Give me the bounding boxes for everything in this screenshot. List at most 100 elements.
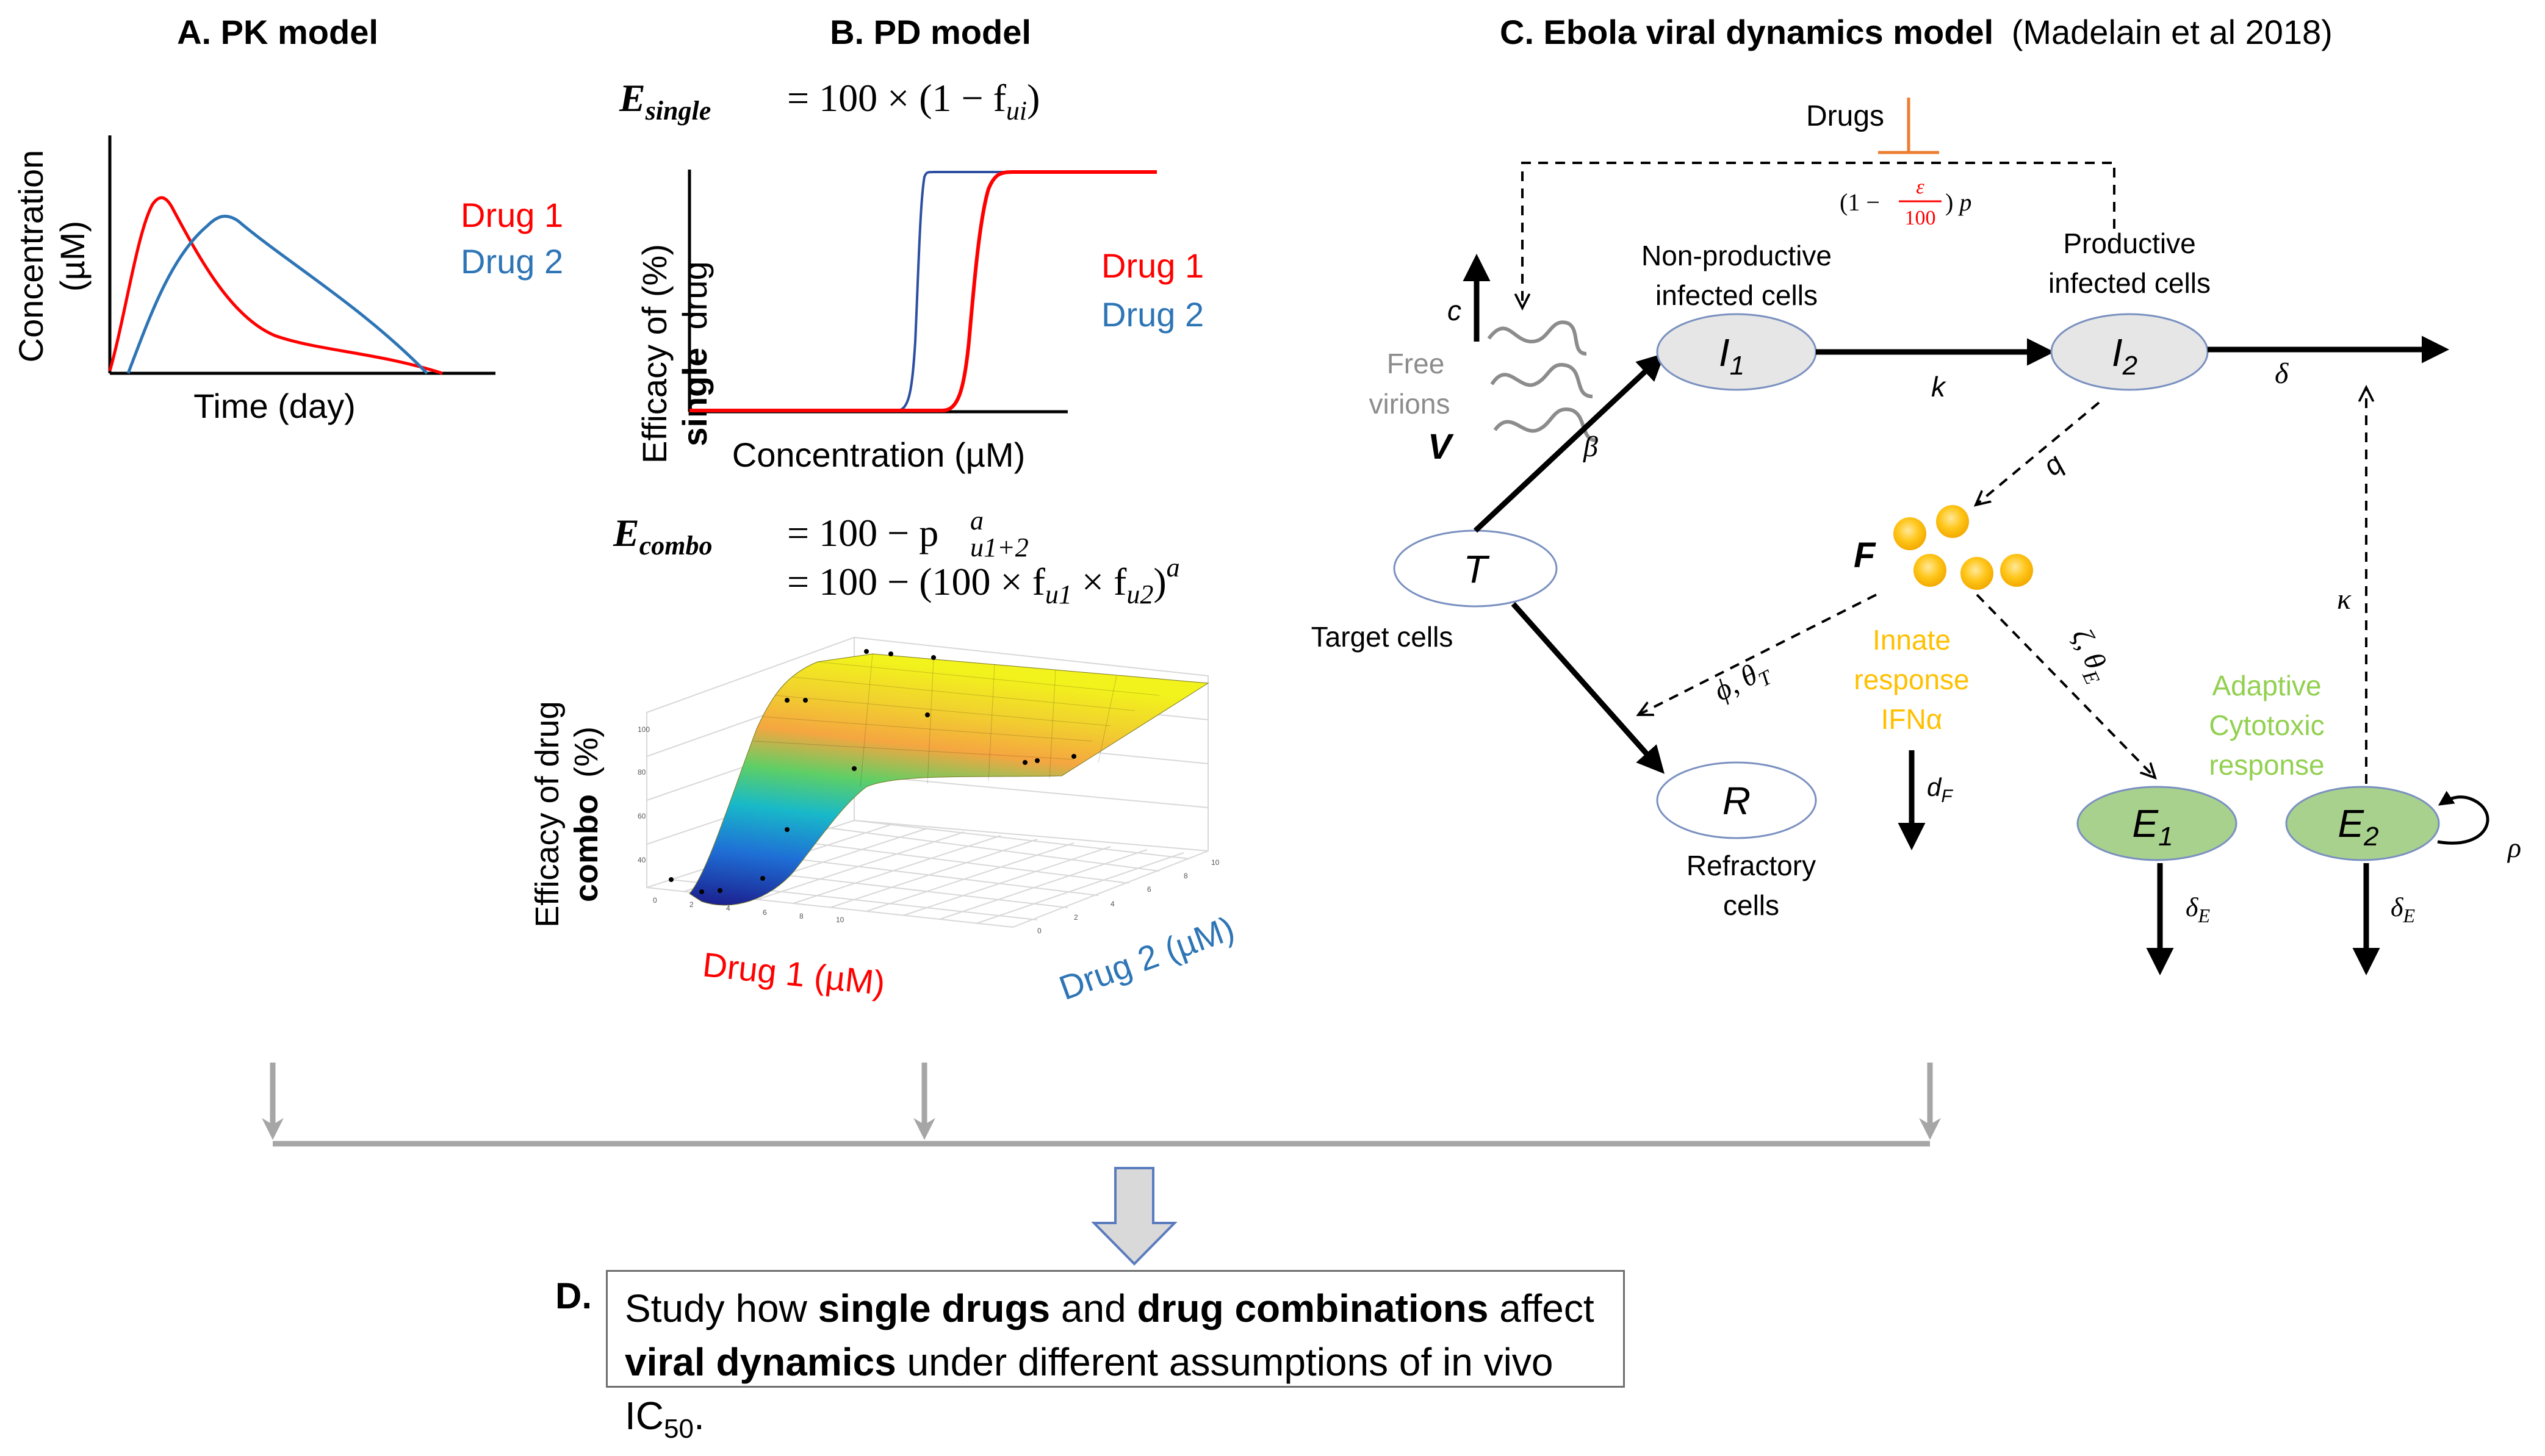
- eq-combo-line1: = 100 − p: [787, 511, 938, 554]
- eq-combo-line2-sub2: u2: [1126, 579, 1153, 609]
- innate-label-1: Innate: [1873, 624, 1951, 656]
- surface-ylabel-line1: Efficacy of drug: [529, 701, 566, 927]
- eq-single-rhs-sub: ui: [1006, 96, 1027, 126]
- svg-text:10: 10: [836, 916, 844, 924]
- svg-text:100: 100: [638, 725, 650, 734]
- effector1-node: [2076, 786, 2237, 861]
- node-E1: E: [2132, 802, 2159, 845]
- panel-b-ylabel-bold: single: [675, 348, 714, 446]
- adaptive-label-2: Cytotoxic: [2209, 709, 2324, 741]
- surface-ylabel-bold: combo: [568, 794, 605, 902]
- svg-text:ϕ, θT: ϕ, θT: [1708, 652, 1777, 712]
- nonproductive-label-1: Non-productive: [1641, 240, 1832, 271]
- pd-curve-drug2: [689, 171, 1157, 412]
- inhibition-term: (1 − ε 100 ) p: [1840, 176, 1971, 229]
- svg-text:6: 6: [1147, 885, 1151, 894]
- svg-text:2: 2: [689, 900, 694, 909]
- panel-d-text-5: .: [693, 1394, 705, 1438]
- epsilon: ε: [1916, 176, 1924, 198]
- proliferation-loop-arrow: [2437, 791, 2489, 845]
- svg-text:C. Ebola viral dynamics model: C. Ebola viral dynamics model (Madelain …: [1500, 13, 2333, 51]
- pd-curve-drug1: [689, 170, 1157, 412]
- svg-text:2: 2: [1074, 913, 1078, 922]
- node-F: F: [1854, 536, 1876, 575]
- param-kappa: κ: [2337, 583, 2352, 615]
- svg-text:= 100 − p: = 100 − p: [787, 511, 938, 554]
- eq-combo-lhs-sub: combo: [639, 531, 713, 561]
- svg-text:ζ, θE: ζ, θE: [2061, 623, 2117, 688]
- figure-canvas: A. PK model Concentration (µM) Time (day…: [12, 13, 2521, 1316]
- param-dF: d: [1927, 773, 1942, 802]
- svg-text:δE: δE: [2186, 892, 2210, 927]
- refractory-arrow: [1511, 602, 1665, 774]
- panel-c: C. Ebola viral dynamics model (Madelain …: [1311, 13, 2521, 975]
- panel-b-ylabel-line1: Efficacy of (%): [635, 244, 674, 464]
- innate-label-2: response: [1854, 664, 1969, 695]
- svg-text:E2: E2: [2338, 802, 2378, 852]
- panel-d-subscript: 50: [664, 1413, 694, 1444]
- target-cells-label: Target cells: [1311, 621, 1453, 653]
- equation-combo: Ecombo = 100 − p a u1+2 = 100 − (100 × f…: [613, 506, 1180, 609]
- param-deltaE-2-sub: E: [2402, 905, 2415, 927]
- free-virions-label-1: Free: [1387, 348, 1445, 379]
- eq-combo-line2-sub1: u1: [1045, 579, 1072, 609]
- surface-xlabel-drug1: Drug 1 (µM): [701, 945, 887, 1002]
- param-deltaE-1-sub: E: [2197, 905, 2210, 927]
- production-dashed-arrow: [1522, 162, 2115, 308]
- combo-surface: [689, 653, 1209, 906]
- pk-curve-drug2: [126, 215, 428, 375]
- svg-text:dF: dF: [1927, 773, 1953, 806]
- panel-a-legend-drug1: Drug 1: [461, 196, 563, 234]
- param-deltaE-1: δ: [2186, 892, 2199, 922]
- panel-d-box: Study how single drugs and drug combinat…: [606, 1270, 1625, 1444]
- pk-curve-drug1: [108, 196, 443, 375]
- param-dF-sub: F: [1941, 786, 1953, 806]
- svg-text:8: 8: [1184, 872, 1188, 880]
- panel-a-legend-drug2: Drug 2: [461, 242, 563, 281]
- panel-d-text-3: affect: [1488, 1286, 1594, 1330]
- panel-d-bold-viral-dynamics: viral dynamics: [625, 1340, 896, 1384]
- panel-a-ylabel-line1: Concentration: [12, 150, 50, 363]
- ifn-molecules-icon: [1893, 505, 2033, 590]
- surface-data-points: [669, 649, 1076, 894]
- svg-text:single drug: single drug: [675, 261, 714, 446]
- adaptive-label-1: Adaptive: [2212, 670, 2321, 701]
- svg-text:80: 80: [638, 768, 646, 776]
- panel-a: A. PK model Concentration (µM) Time (day…: [12, 13, 563, 425]
- eq-combo-line1-sup: a: [970, 506, 984, 536]
- node-R: R: [1722, 779, 1751, 823]
- param-delta: δ: [2275, 357, 2289, 390]
- panel-connectors: [262, 1063, 1941, 1266]
- svg-text:0: 0: [653, 896, 657, 905]
- panel-d-bold-drug-combinations: drug combinations: [1137, 1286, 1489, 1330]
- svg-text:Ecombo: Ecombo: [613, 511, 712, 561]
- panel-d-text-1: Study how: [625, 1286, 818, 1330]
- refractory-induction-arrow: [1638, 594, 1877, 715]
- svg-text:combo (%): combo (%): [568, 726, 605, 902]
- param-rho: ρ: [2507, 832, 2521, 863]
- param-phi: ϕ, θ: [1708, 658, 1763, 708]
- eq-combo-lhs: E: [613, 511, 639, 554]
- eq-combo-line2-sup: a: [1167, 553, 1180, 583]
- panel-a-title: A. PK model: [177, 13, 378, 51]
- effector-activation-arrow: [1976, 594, 2155, 778]
- panel-b-legend-drug2: Drug 2: [1101, 295, 1204, 334]
- nonproductive-label-2: infected cells: [1655, 279, 1818, 311]
- adaptive-label-3: response: [2209, 749, 2324, 781]
- svg-text:40: 40: [638, 856, 646, 864]
- param-beta: β: [1583, 431, 1598, 463]
- panel-b-legend-drug1: Drug 1: [1101, 246, 1204, 285]
- eq-single-close: ): [1027, 76, 1040, 120]
- svg-text:I2: I2: [2112, 331, 2137, 381]
- svg-text:60: 60: [638, 812, 646, 820]
- eq-combo-line1-sub: u1+2: [970, 533, 1029, 562]
- svg-text:E1: E1: [2132, 802, 2173, 852]
- surface-ylabel-line2: (%): [568, 726, 605, 778]
- svg-text:(1 −: (1 −: [1840, 188, 1880, 216]
- ifn-production-arrow: [1976, 401, 2100, 505]
- productive-label-2: infected cells: [2048, 267, 2211, 299]
- hundred: 100: [1905, 207, 1936, 229]
- effector2-node: [2285, 786, 2440, 861]
- param-c: c: [1447, 295, 1461, 326]
- svg-text:Esingle: Esingle: [619, 76, 711, 126]
